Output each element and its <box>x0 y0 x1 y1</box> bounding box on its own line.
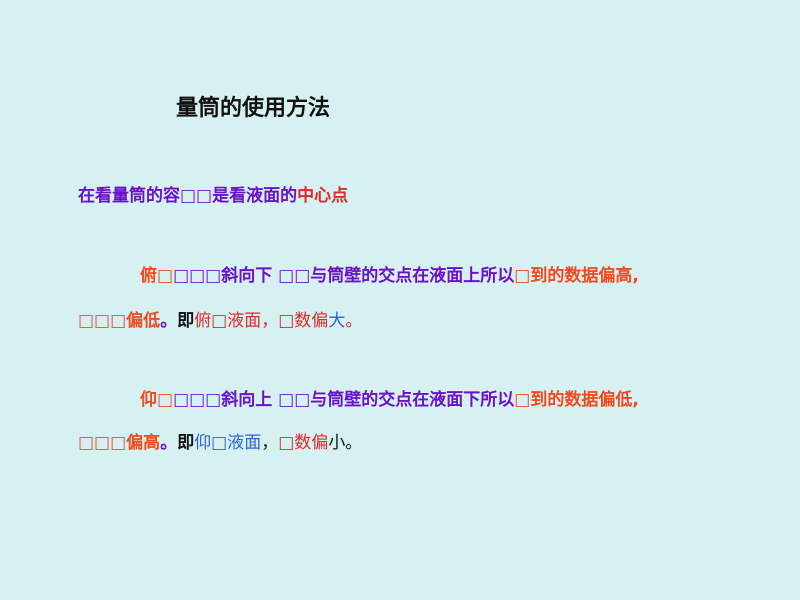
look-up-line-1: 仰□□□□斜向上 □□与筒壁的交点在液面下所以□到的数据偏低, <box>140 388 639 412</box>
text-segment: 。 <box>345 311 363 331</box>
text-segment: □到的数据偏低, <box>514 390 639 410</box>
text-segment: 即 <box>177 433 195 453</box>
text-segment: 中心点 <box>297 186 349 206</box>
slide-title: 量筒的使用方法 <box>176 96 331 121</box>
look-up-line-2: □□□偏高。即仰□液面，□数偏小。 <box>78 431 362 455</box>
text-segment: 大 <box>328 311 346 331</box>
text-segment: 仰□ <box>140 390 174 410</box>
text-segment: □□□斜向下 □□与筒壁的交点在液面上所以 <box>173 266 515 286</box>
text-segment: 即 <box>177 311 195 331</box>
text-segment: 。 <box>160 433 178 453</box>
text-segment: 俯□ <box>140 266 174 286</box>
look-down-line-1: 俯□□□□斜向下 □□与筒壁的交点在液面上所以□到的数据偏高, <box>140 264 639 288</box>
text-segment: ， <box>261 433 279 453</box>
intro-line: 在看量筒的容□□是看液面的中心点 <box>78 184 348 208</box>
text-segment: □到的数据偏高, <box>514 266 639 286</box>
look-down-line-2: □□□偏低。即俯□液面，□数偏大。 <box>78 309 362 333</box>
text-segment: □□□斜向上 □□与筒壁的交点在液面下所以 <box>173 390 515 410</box>
text-segment: □□□偏高 <box>78 433 161 453</box>
text-segment: 。 <box>160 311 178 331</box>
text-segment: 仰□液面 <box>194 433 262 453</box>
text-segment: 在看量筒的容□□是看液面的 <box>78 186 298 206</box>
text-segment: 小。 <box>328 433 363 453</box>
text-segment: □数偏 <box>278 433 329 453</box>
text-segment: □□□偏低 <box>78 311 161 331</box>
text-segment: 俯□液面，□数偏 <box>194 311 329 331</box>
